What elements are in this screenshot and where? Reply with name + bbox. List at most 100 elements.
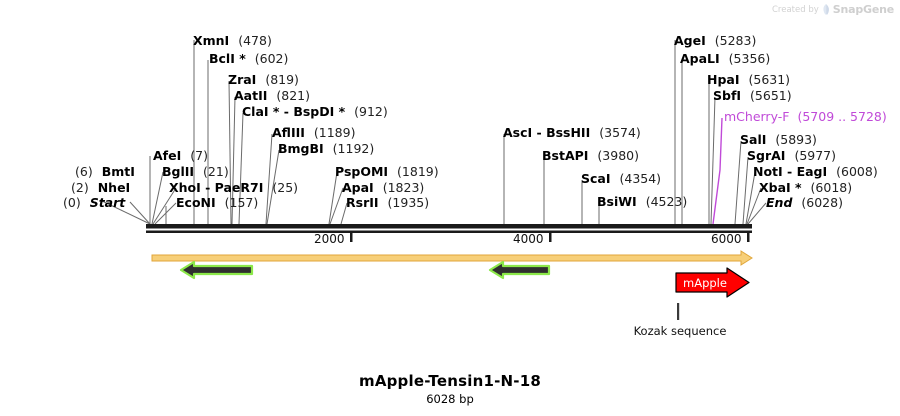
annotation-position: (0) (63, 195, 81, 210)
annotation-position: (5977) (794, 148, 837, 163)
annotation-name: NheI (97, 180, 131, 195)
annotation-afliii[interactable]: AflIII (1189) (272, 126, 355, 139)
annotation-name: BclI * (209, 51, 246, 66)
annotation-name: AatII (234, 88, 268, 103)
annotation-position: (5356) (728, 51, 771, 66)
annotation-sgrai[interactable]: SgrAI (5977) (747, 149, 836, 162)
annotation-name: BglII (162, 164, 195, 179)
annotation-bmgbi[interactable]: BmgBI (1192) (278, 142, 374, 155)
annotation-position: (2) (71, 180, 89, 195)
annotation-apali[interactable]: ApaLI (5356) (680, 52, 770, 65)
annotation-name: BstAPI (542, 148, 589, 163)
backbone-feature-arrow[interactable] (151, 250, 753, 266)
annotation-position: (912) (354, 104, 388, 119)
annotation-clai-bspdi[interactable]: ClaI * - BspDI * (912) (242, 105, 388, 118)
annotation-position: (4354) (619, 171, 662, 186)
annotation-mcherry-f[interactable]: mCherry-F (5709 .. 5728) (724, 110, 887, 123)
annotation-aatii[interactable]: AatII (821) (234, 89, 310, 102)
annotation-apai[interactable]: ApaI (1823) (342, 181, 424, 194)
annotation-name: SbfI (713, 88, 742, 103)
annotation-sbfi[interactable]: SbfI (5651) (713, 89, 792, 102)
annotation-name: AflIII (272, 125, 305, 140)
mcherry-f-leader-line (712, 117, 723, 225)
annotation-name: EcoNI (176, 195, 216, 210)
snapgene-leaf-icon (822, 4, 830, 15)
annotation-scai[interactable]: ScaI (4354) (581, 172, 661, 185)
annotation-afei[interactable]: AfeI (7) (153, 149, 208, 162)
annotation-bmti[interactable]: (6) BmtI (75, 165, 135, 178)
annotation-name: AfeI (153, 148, 182, 163)
annotation-asci-bsshii[interactable]: AscI - BssHII (3574) (503, 126, 641, 139)
annotation-position: (478) (238, 33, 272, 48)
annotation-econi[interactable]: EcoNI (157) (176, 196, 258, 209)
leader-lines (99, 40, 767, 225)
annotation-position: (3980) (597, 148, 639, 163)
annotation-name: HpaI (707, 72, 740, 87)
annotation-position: (5893) (775, 132, 817, 147)
annotation-position: (819) (265, 72, 299, 87)
annotation-position: (6) (75, 164, 93, 179)
annotation-name: SalI (740, 132, 767, 147)
annotation-end[interactable]: End (6028) (766, 196, 843, 209)
annotation-name: NotI - EagI (753, 164, 828, 179)
annotation-name: ClaI * - BspDI * (242, 104, 346, 119)
annotation-position: (25) (272, 180, 299, 195)
annotation-rsrii[interactable]: RsrII (1935) (346, 196, 429, 209)
annotation-hpai[interactable]: HpaI (5631) (707, 73, 790, 86)
annotation-bcli[interactable]: BclI * (602) (209, 52, 288, 65)
annotation-zrai[interactable]: ZraI (819) (228, 73, 299, 86)
annotation-name: ApaI (342, 180, 374, 195)
annotation-pspomi[interactable]: PspOMI (1819) (335, 165, 439, 178)
annotation-name: XbaI * (759, 180, 802, 195)
annotation-noti-eagi[interactable]: NotI - EagI (6008) (753, 165, 878, 178)
annotation-position: (6028) (801, 195, 843, 210)
annotation-position: (1823) (382, 180, 425, 195)
annotation-agei[interactable]: AgeI (5283) (674, 34, 756, 47)
annotation-position: (21) (203, 164, 229, 179)
annotation-name: ApaLI (680, 51, 720, 66)
annotation-start[interactable]: (0) Start (63, 196, 125, 209)
annotation-position: (1189) (313, 125, 356, 140)
annotation-position: (7) (190, 148, 208, 163)
green-feature-arrow-2[interactable] (488, 260, 551, 280)
mapple-feature-arrow[interactable] (675, 267, 750, 298)
annotation-position: (157) (224, 195, 259, 210)
ruler-tick-4000: 4000 (513, 232, 544, 246)
annotation-xmni[interactable]: XmnI (478) (193, 34, 272, 47)
annotation-position: (5651) (750, 88, 792, 103)
annotation-name: BmgBI (278, 141, 324, 156)
annotation-nhei[interactable]: (2) NheI (71, 181, 130, 194)
plasmid-length: 6028 bp (426, 392, 474, 406)
annotation-sali[interactable]: SalI (5893) (740, 133, 817, 146)
annotation-position: (4523) (645, 194, 688, 209)
annotation-name: PspOMI (335, 164, 389, 179)
annotation-name: XmnI (193, 33, 230, 48)
annotation-name: BsiWI (597, 194, 637, 209)
sequence-ruler (146, 224, 752, 242)
annotation-xbai[interactable]: XbaI * (6018) (759, 181, 852, 194)
annotation-position: (5283) (714, 33, 757, 48)
annotation-bglii[interactable]: BglII (21) (162, 165, 229, 178)
watermark-brand: SnapGene (832, 3, 894, 16)
annotation-name: AgeI (674, 33, 706, 48)
annotation-position: (5709 .. 5728) (797, 109, 887, 124)
green-feature-arrow-1[interactable] (179, 260, 254, 280)
annotation-name: XhoI - PaeR7I (169, 180, 264, 195)
annotation-position: (821) (276, 88, 310, 103)
annotation-name: SgrAI (747, 148, 786, 163)
annotation-name: ScaI (581, 171, 611, 186)
mapple-feature-label: mApple (683, 276, 727, 290)
annotation-bstapi[interactable]: BstAPI (3980) (542, 149, 639, 162)
annotation-xhoi-paer7i[interactable]: XhoI - PaeR7I (25) (169, 181, 298, 194)
ruler-tick-2000: 2000 (314, 232, 345, 246)
annotation-position: (1819) (397, 164, 439, 179)
annotation-position: (602) (254, 51, 289, 66)
annotation-position: (5631) (748, 72, 791, 87)
annotation-name: BmtI (101, 164, 135, 179)
annotation-name: Start (89, 195, 126, 210)
annotation-bsiwi[interactable]: BsiWI (4523) (597, 195, 687, 208)
kozak-sequence-tick (677, 303, 680, 320)
kozak-sequence-label: Kozak sequence (633, 324, 727, 338)
